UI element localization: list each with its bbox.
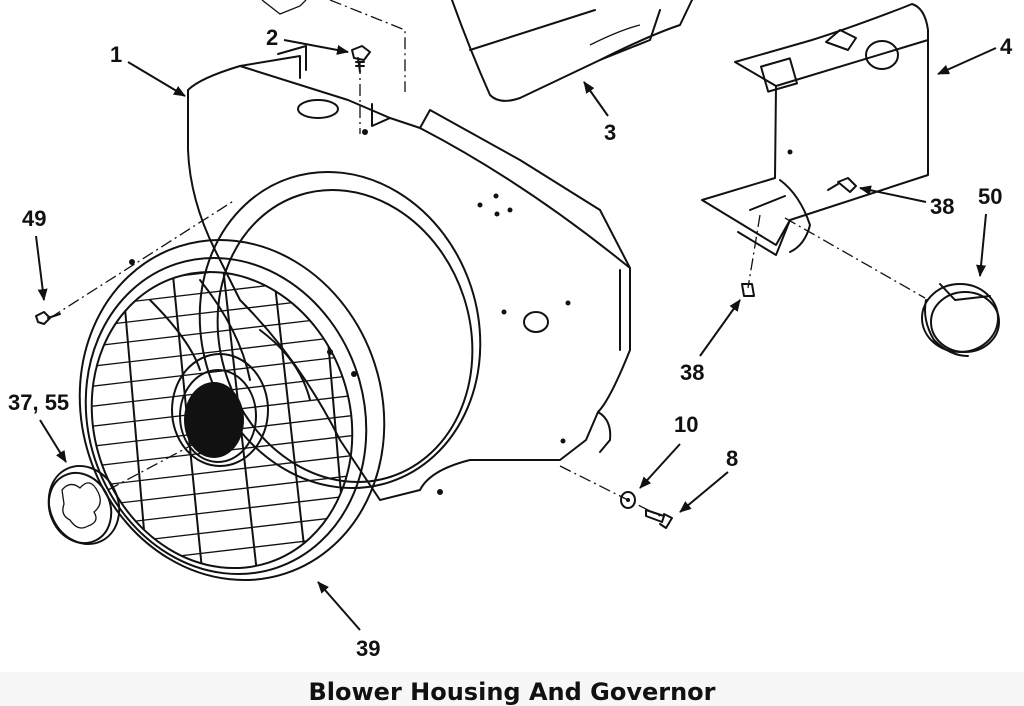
callout-37-55: 37, 55 <box>8 390 69 415</box>
washer-part-10 <box>620 491 636 509</box>
caption-bar <box>0 672 1024 706</box>
callout-1: 1 <box>110 42 122 67</box>
centerline-bracket-to-knob <box>784 217 926 299</box>
callout-38-lower: 38 <box>680 360 704 385</box>
screw-part-49 <box>35 311 61 325</box>
governor-bracket-part-4 <box>701 3 929 256</box>
callout-38-upper: 38 <box>930 194 954 219</box>
callout-2: 2 <box>266 25 278 50</box>
centerline-screw-49 <box>49 199 236 319</box>
blower-housing-part-1 <box>187 45 631 501</box>
callout-49: 49 <box>22 206 46 231</box>
hub-cap-part-37-55 <box>47 465 121 545</box>
centerline-screws-8-10 <box>559 465 661 517</box>
screw-part-8 <box>645 509 673 529</box>
exploded-parts-diagram: 1 2 3 4 38 50 38 49 37, 55 10 8 39 <box>8 0 1013 661</box>
screw-part-38-lower <box>741 283 755 297</box>
callout-4: 4 <box>1000 34 1013 59</box>
top-partial-outline <box>261 0 406 92</box>
callout-10: 10 <box>674 412 698 437</box>
callout-3: 3 <box>604 120 616 145</box>
grille-screen-part-39 <box>59 238 443 601</box>
callout-39: 39 <box>356 636 380 661</box>
screw-part-38-bracket <box>827 177 857 193</box>
knob-part-50 <box>921 283 1000 357</box>
callout-8: 8 <box>726 446 738 471</box>
leader-arrows <box>35 39 997 631</box>
screw-part-2 <box>351 45 371 73</box>
diagram-title: Blower Housing And Governor <box>308 678 716 706</box>
shroud-part-3 <box>451 0 693 102</box>
callout-50: 50 <box>978 184 1002 209</box>
centerline-screw-38 <box>747 214 761 289</box>
